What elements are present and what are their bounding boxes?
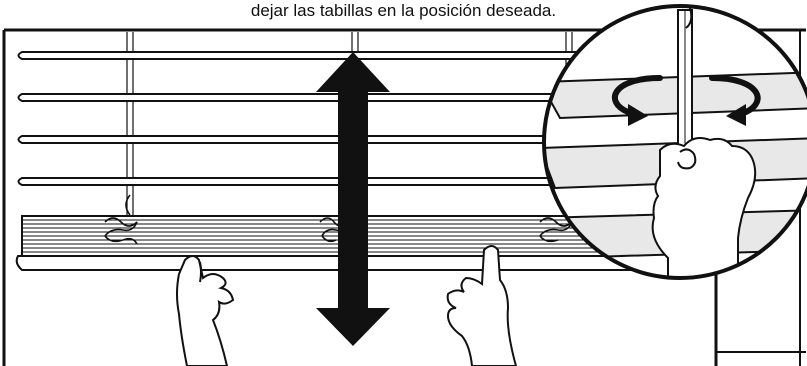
hand-icon (176, 255, 235, 366)
slat-2 (17, 93, 641, 102)
slat-3 (17, 135, 641, 144)
slats (17, 51, 641, 186)
hand-icon (446, 245, 518, 366)
instruction-caption: dejar las tabillas en la posición desead… (0, 0, 807, 26)
hand-icon (651, 137, 757, 278)
rotate-arrows-icon (612, 75, 761, 115)
up-down-arrow-icon (316, 52, 390, 346)
stacked-slats (15, 215, 641, 271)
slat-4 (17, 177, 641, 186)
rotate-arrowheads (628, 104, 746, 126)
caption-text: dejar las tabillas en la posición desead… (250, 1, 557, 20)
slat-1 (17, 51, 641, 60)
